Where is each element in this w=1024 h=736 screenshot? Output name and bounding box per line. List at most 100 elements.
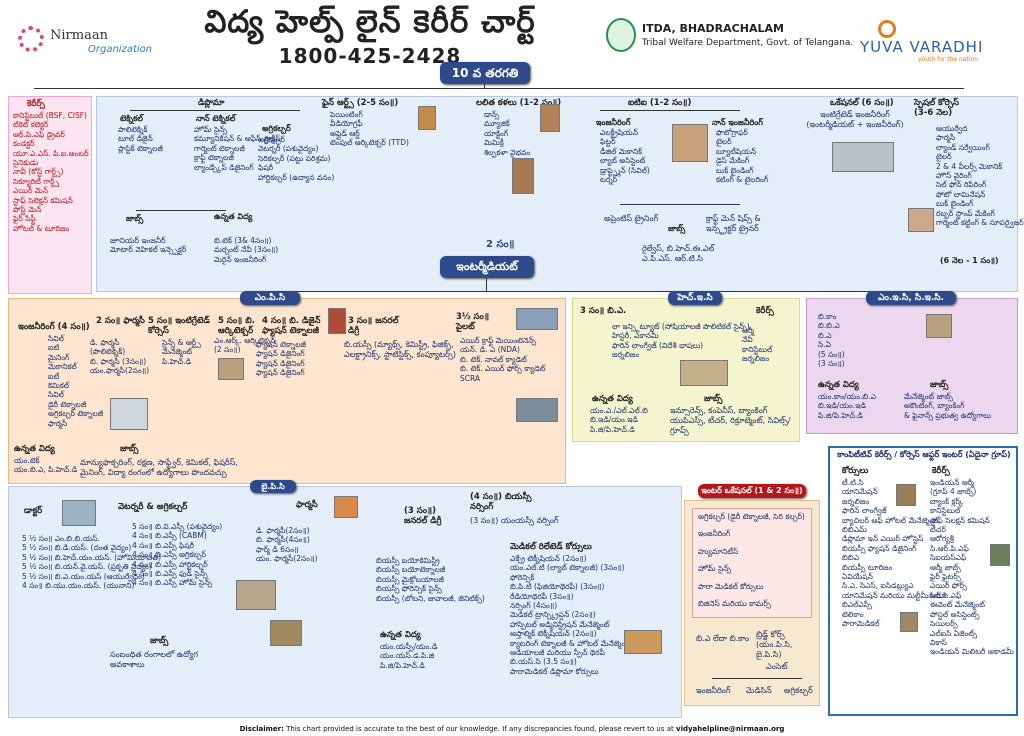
list-item: టెంపుల్ ఆర్కిటెక్చర్ (TTD) <box>330 138 409 147</box>
mpc-higher-title: ఉన్నత విద్య <box>14 444 55 454</box>
classroom-photo <box>832 142 894 172</box>
list-item: బి. ఫార్మసీ(4సం॥) <box>256 535 318 544</box>
list-item: నర్సింగ్ (4సం॥) <box>510 601 657 610</box>
list-item: సైన్స్ & ఆర్ట్స్ <box>162 338 201 347</box>
list-item: (5 సం॥) <box>818 350 845 359</box>
list-item: ఎయిర్ క్రాఫ్ట్ మెయింటెనెన్స్ <box>460 336 545 345</box>
list-item: ఇండియన్ ఆర్మీ <box>930 478 1014 487</box>
bipc-jobs-text: సంబంధిత రంగాలలో ఉద్యోగ అవకాశాలు <box>110 650 220 670</box>
bipc-general-list: బియస్సీ బయోకెమిస్ట్రీ బియస్సీ బయోటెక్నాల… <box>376 556 485 603</box>
list-item: బ్యూటీషియన్ <box>716 147 768 156</box>
list-item: ఎయిర్ ఫోర్స్ <box>930 581 1014 590</box>
list-item: హ్యుమానిటీస్ <box>698 547 805 556</box>
bipc-title: బై.పి.సి <box>250 480 296 493</box>
list-item: ఆర్.పి.ఎఫ్ <box>930 591 1014 600</box>
bipc-paramedical-list: ఎక్స్రే టెక్నీషియన్ (2సం॥) యం.ఎల్.టి (ల్… <box>510 554 657 676</box>
list-item: లా ఇన్స్టిట్యూట్ (సోషియాలజీ పొలిటికల్ సై… <box>612 322 750 331</box>
list-item: కానిస్టేబుల్ <box>742 345 772 354</box>
list-item: పారామెడికల్ డిప్లొమా కోర్సులు <box>510 667 657 676</box>
list-item: బి. ఫార్మసీ (3సం॥) <box>90 357 149 366</box>
header: Nirmaan Organization విద్య హెల్ప్ లైన్ క… <box>0 0 1024 60</box>
hec-careers-list: ఆర్మీ నేవీ కానిస్టేబుల్ జర్నలిజం <box>742 326 772 364</box>
list-item: ఫార్మ్ డి 6సం॥ <box>256 545 318 554</box>
partner-tagline: youth for the nation <box>918 56 978 63</box>
list-item: బియస్సీ మైక్రోబయాలజీ <box>376 575 485 584</box>
fine-arts-title: ఫైన్ ఆర్ట్స్ (2-5 సం॥) <box>322 98 398 108</box>
list-item: ఫైర్ ఫైటర్స్ <box>930 572 1014 581</box>
iti-eng-list: ఎలక్ట్రీషియన్ ఫిట్టర్ డీజిల్ మెకానిక్ ల్… <box>600 128 650 184</box>
competitive-courses-title: కోర్సులు <box>842 466 868 476</box>
list-item: జర్నలిజం <box>612 350 750 359</box>
bipc-vet-title: వెటర్నరీ & అగ్రికల్చర్ <box>118 502 187 512</box>
list-item: టర్నర్ <box>600 175 650 184</box>
diploma-branch-line <box>130 110 300 111</box>
list-item: కటింగ్ & టైలరింగ్ <box>716 175 768 184</box>
inter-vocational-eamcet: ఎంసెట్ <box>766 662 788 672</box>
list-item: ఆయుర్వేద <box>936 124 1024 133</box>
mpc-integrated-list: సైన్స్ & ఆర్ట్స్ మేనేజ్మెంట్ పి.హెచ్.డి <box>162 338 201 366</box>
list-item: యం.యస్.డ.పి.జి <box>380 651 437 660</box>
diploma-title: డిప్లొమా <box>198 98 224 108</box>
diploma-jobs-title: జాబ్స్ <box>126 214 143 224</box>
hec-title: హెచ్.ఇ.సి <box>668 291 722 305</box>
list-item: పాలిటెక్నిక్ <box>118 125 163 134</box>
mpc-general-title: 3 సం॥ జనరల్ డిగ్రీ <box>348 316 412 336</box>
list-item: యం.ఫార్మసీ(2సం॥) <box>90 366 149 375</box>
list-item: పి.జి/పి.హెచ్.డి <box>590 425 648 434</box>
vocational-sub: ఇంటిగ్రేటెడ్ ఇంజనీరింగ్ (ఇంటర్మీడియట్ + … <box>800 110 910 130</box>
list-item: రబ్బర్ స్టాంప్ మేకింగ్ <box>936 209 1024 218</box>
hec-higher-title: ఉన్నత విద్య <box>592 394 633 404</box>
inter-vocational-title: ఇంటర్ ఒకేషనల్ (1 & 2 సం॥) <box>698 484 806 498</box>
footer-email[interactable]: vidyahelpline@nirmaan.org <box>676 725 784 733</box>
list-item: యం.కాం/యం.బి.ఎ <box>818 392 876 401</box>
list-item: వీడియోగ్రఫీ <box>330 119 409 128</box>
list-item: ఎయిర్ మెన్ <box>13 186 89 195</box>
hec-jobs-title: జాబ్స్ <box>704 394 722 404</box>
iti-eng-title: ఇంజనీరింగ్ <box>596 118 631 128</box>
list-item: గార్మెంట్ కట్టింగ్ & సూపర్వైజర్ <box>936 218 1024 227</box>
list-item: ఫారిన్ లాంగ్వేజ్ (విదేశీ భాషలు) <box>612 341 750 350</box>
list-item: సెక్యూరిటీ గార్డ్స్ <box>13 177 89 186</box>
list-item: మర్చంట్ నేవీ (3సం॥) <box>214 245 278 254</box>
list-item: హోటల్ & టూరిజం <box>13 224 89 233</box>
list-item: ఎలక్ట్రీషియన్ <box>600 128 650 137</box>
mpc-eng-title: ఇంజనీరింగ్ (4 సం॥) <box>18 322 90 332</box>
list-item: యం.యస్సీ/యం.డి <box>380 642 437 651</box>
iti-railways: రైల్వేస్, బి.హెచ్.ఈ.ఎల్ ఎ.పి.ఎస్. ఆర్.టి… <box>642 244 722 264</box>
list-item: 4 సం॥ బి.ఎస్సీ (CABM) <box>132 531 222 540</box>
list-item: SCRA <box>460 374 545 383</box>
list-item: బియస్సీ (బోటని, జువాలజీ, జెనిటిక్స్) <box>376 594 485 603</box>
list-item: ప్లాస్టిక్ టెక్నాలజీ <box>118 144 163 153</box>
hec-higher-list: యం.ఎ./ఎల్.ఎల్.బి బి.ఇడి/యం.ఇడి పి.జి/పి.… <box>590 406 648 434</box>
list-item: పోస్టల్ అసిస్టెంట్స్ <box>930 610 1014 619</box>
special-title: స్పెషల్ కోర్సెస్ (3-6 నెల) <box>914 98 974 118</box>
inter-vocational-list: అగ్రికల్చర్ (డైరీ టెక్నాలజీ, సెరి కల్చర్… <box>698 512 805 608</box>
mec-higher-title: ఉన్నత విద్య <box>818 380 859 390</box>
mec-photo <box>926 314 952 338</box>
list-item: బి.టెక్ (3& 4సం॥) <box>214 236 278 245</box>
hec-photo <box>680 360 728 386</box>
inter-vocational-outcome-2: అగ్రికల్చర్ <box>784 686 813 696</box>
diploma-jobs-list: జూనియర్ ఇంజనీర్ మోటార్ వెహికల్ ఇన్స్పెక్… <box>110 236 186 255</box>
list-item: అగ్రికల్చర్ (డైరీ టెక్నాలజీ, సెరి కల్చర్… <box>698 512 805 521</box>
list-item: పారా మెడికల్ కోర్సులు <box>698 582 805 591</box>
mec-higher-list: యం.కాం/యం.బి.ఎ బి.ఇడి/యం.ఇడి పి.జి/పి.హె… <box>818 392 876 420</box>
root-node: 10 వ తరగతి <box>440 62 530 84</box>
list-item: బియస్సీ బయోకెమిస్ట్రీ <box>376 556 485 565</box>
list-item: బ్యాంక్ క్లర్క్ <box>930 497 1014 506</box>
mpc-pharmacy-list: డి. ఫార్మసీ (పొలిటెక్నిక్) బి. ఫార్మసీ (… <box>90 338 149 376</box>
list-item: అకౌంటింగ్, బ్యాంకింగ్ <box>904 401 991 410</box>
list-item: బి. టెక్. ఎయిర్ ఫోర్స్ క్యాడెట్ <box>460 364 545 373</box>
inter-duration: 2 సం॥ <box>486 240 515 250</box>
mpc-jobs-text: మాన్యుఫాక్చరింగ్, రక్షణ, సాఫ్ట్వేర్, కెమ… <box>80 458 240 478</box>
mpc-arch-title: 5 సం॥ బి. ఆర్కిటెక్చర్ <box>218 316 268 336</box>
list-item: మిమిక్రీ <box>484 138 530 147</box>
competitive-photo-3 <box>900 612 918 632</box>
list-item: టీచర్ <box>930 525 1014 534</box>
list-item: హిస్టరీ, ఎకానమీ <box>612 331 750 340</box>
list-item: ఇండియన్ మిలిటరీ అకాడమీ <box>930 647 1014 656</box>
list-item: (పొలిటెక్నిక్) <box>90 347 149 356</box>
mpc-pharmacy-title: 2 సం॥ ఫార్మసీ <box>96 316 156 326</box>
list-item: నేవీ <box>742 335 772 344</box>
list-item: డైరీ టెక్నాలజీ <box>48 400 103 409</box>
